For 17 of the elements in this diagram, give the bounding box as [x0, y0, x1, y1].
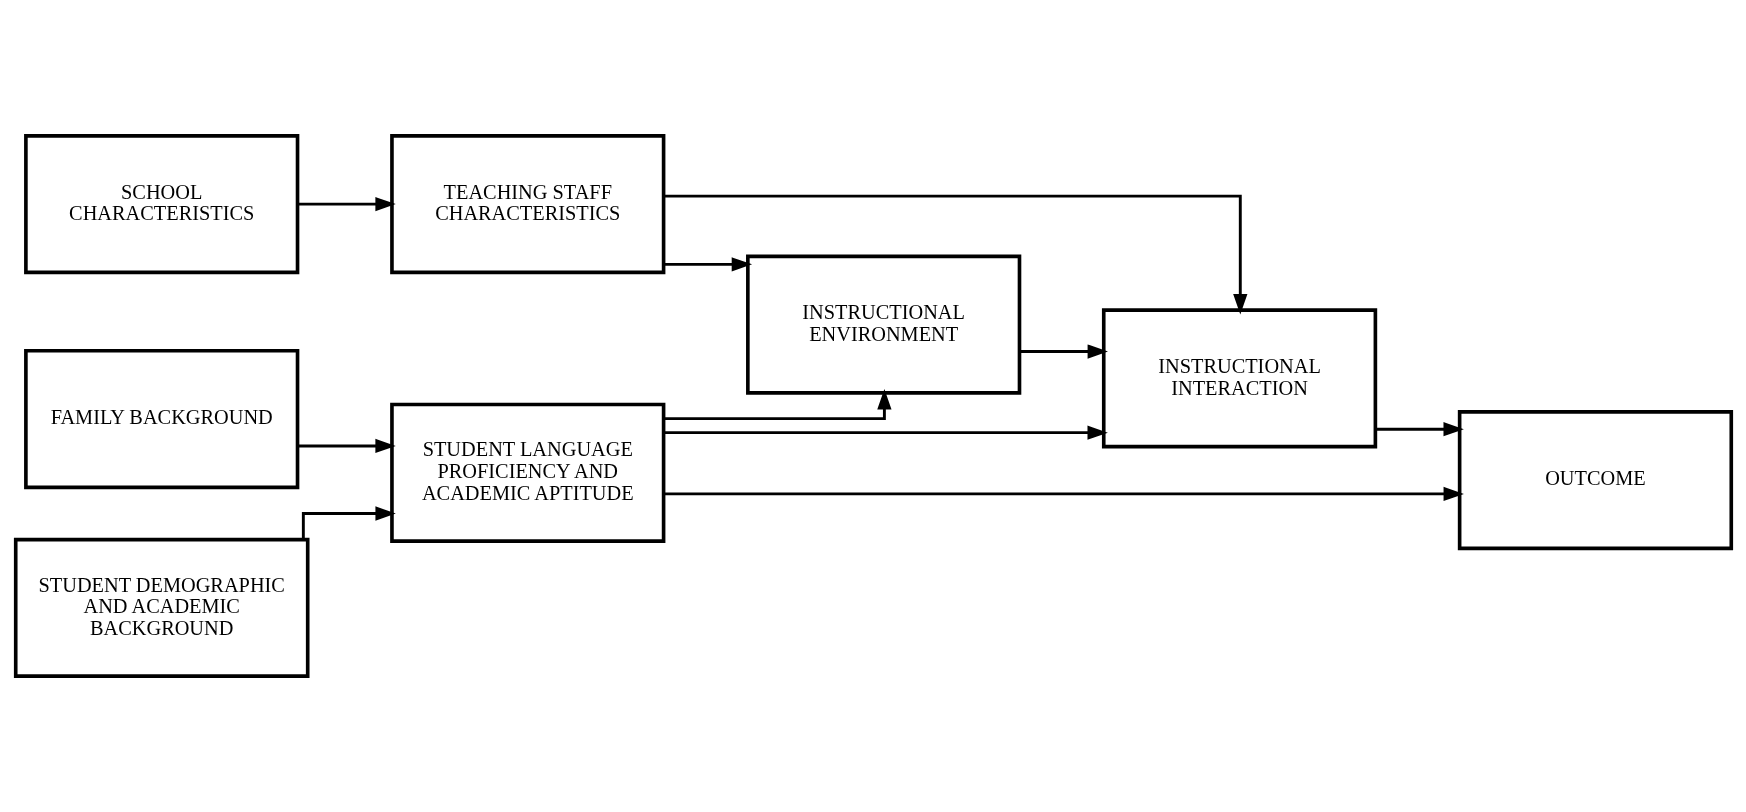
arrow	[663, 257, 752, 272]
arrow	[663, 194, 1247, 315]
node-box: SCHOOL CHARACTERISTICS	[23, 134, 299, 275]
arrow	[1375, 422, 1464, 437]
node-box: INSTRUCTIONAL ENVIRONMENT	[745, 254, 1021, 395]
node-box: FAMILY BACKGROUND	[23, 349, 299, 490]
arrow	[663, 425, 1108, 440]
arrow	[663, 486, 1464, 502]
node-box: STUDENT DEMOGRAPHIC AND ACADEMIC BACKGROUND	[13, 537, 309, 678]
node-box: OUTCOME	[1457, 410, 1733, 551]
arrow	[1019, 344, 1108, 359]
arrow	[663, 389, 892, 421]
node-box: TEACHING STAFF CHARACTERISTICS	[389, 134, 665, 275]
arrow	[297, 438, 396, 454]
arrow	[297, 196, 396, 212]
node-box: INSTRUCTIONAL INTERACTION	[1101, 308, 1377, 449]
node-box: STUDENT LANGUAGE PROFICIENCY AND ACADEMIC APTITUDE	[389, 402, 665, 543]
